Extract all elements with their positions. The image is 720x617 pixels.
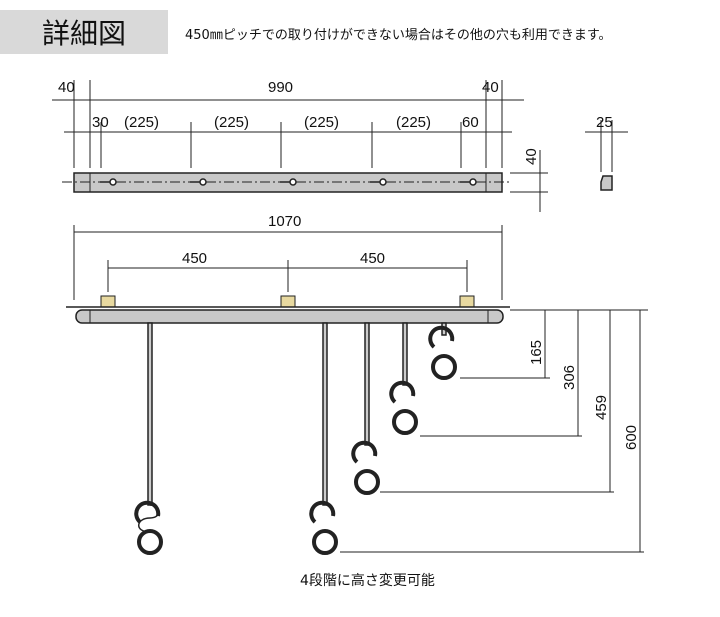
dim-right-end: 40 (482, 79, 499, 96)
diagram-title: 詳細図 (0, 10, 168, 54)
front-dimensions: 1070 450 450 (73, 213, 503, 300)
height-dimensions: 165 306 459 600 (340, 309, 648, 553)
dim-pitch: (225) (304, 114, 339, 131)
hooks (134, 322, 457, 555)
dim-pitch-right: 450 (360, 250, 385, 267)
hook-pole-5 (428, 322, 457, 380)
height-dimension-40: 40 (510, 148, 548, 212)
dim-pitch: (225) (396, 114, 431, 131)
dim-last-hole: 60 (462, 114, 479, 131)
dim-height-600: 600 (623, 425, 640, 450)
dim-profile-25: 25 (596, 114, 613, 131)
dim-height-459: 459 (593, 395, 610, 420)
hook-pole-1 (134, 322, 163, 555)
hook-pole-2 (309, 322, 338, 555)
dim-overall-1070: 1070 (268, 213, 301, 230)
dim-pitch: (225) (214, 114, 249, 131)
hook-pole-4 (389, 322, 418, 435)
dim-height-165: 165 (528, 340, 545, 365)
dim-pitch: (225) (124, 114, 159, 131)
hook-pole-3 (351, 322, 380, 495)
dim-left-end: 40 (58, 79, 75, 96)
rail-top-view (62, 172, 512, 193)
dim-overall-990: 990 (268, 79, 293, 96)
ceiling-and-rail (66, 295, 510, 324)
dim-pitch-left: 450 (182, 250, 207, 267)
dim-height-40: 40 (523, 148, 540, 165)
dim-height-306: 306 (561, 365, 578, 390)
mounting-note: 450㎜ピッチでの取り付けができない場合はその他の穴も利用できます。 (185, 28, 612, 43)
caption: 4段階に高さ変更可能 (300, 573, 435, 589)
profile-view: 25 (585, 114, 628, 191)
top-dimensions: 40 990 40 30 (225) (225) (225) (225) 60 (52, 79, 524, 168)
dim-first-hole: 30 (92, 114, 109, 131)
